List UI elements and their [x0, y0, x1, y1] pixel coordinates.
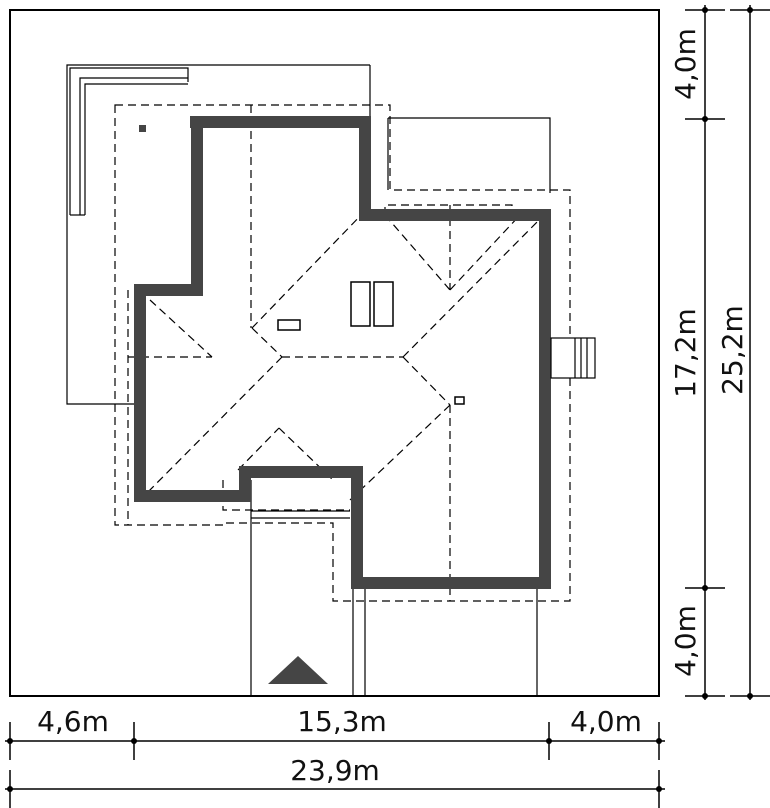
roof-windows	[277, 281, 465, 405]
dim-house-width: 15,3m	[297, 705, 387, 738]
dim-total-width: 23,9m	[290, 754, 380, 787]
dim-top-setback: 4,0m	[669, 28, 702, 100]
house-walls	[134, 116, 551, 589]
side-stairs	[550, 337, 596, 379]
bottom-dimension-dots	[7, 738, 662, 792]
right-dimension-dots	[702, 7, 753, 699]
dim-bottom-setback: 4,0m	[669, 605, 702, 677]
chimney-marker	[139, 125, 146, 132]
dim-right-setback: 4,0m	[570, 705, 642, 738]
annex-outline	[387, 117, 551, 193]
entrance-triangle-icon	[268, 656, 328, 684]
terrace-outline	[66, 64, 371, 405]
dim-left-setback: 4,6m	[37, 705, 109, 738]
driveway	[250, 480, 538, 696]
dim-house-depth: 17,2m	[669, 308, 702, 398]
roof-outline	[114, 104, 571, 602]
plot-boundary	[9, 9, 660, 697]
dim-total-depth: 25,2m	[716, 305, 749, 395]
